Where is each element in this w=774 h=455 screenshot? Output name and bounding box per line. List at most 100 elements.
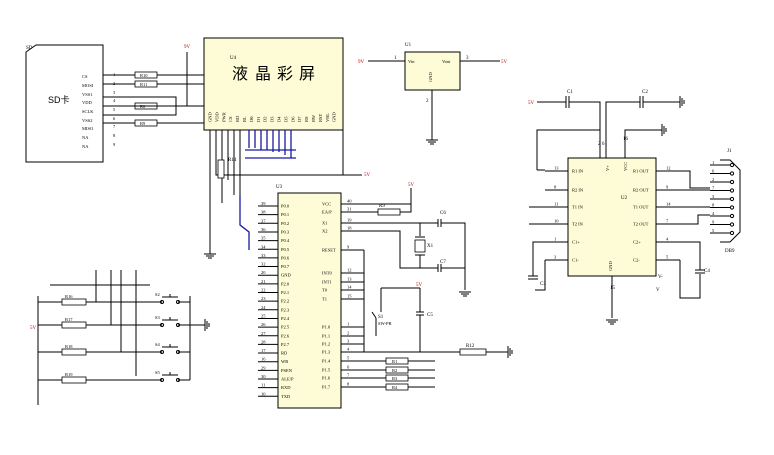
db9-pin-num: 6 <box>712 169 715 174</box>
mcu-pin-num: 25 <box>261 313 266 318</box>
sd-resistor-label: R9 <box>140 121 146 126</box>
max-pin-num: 5 <box>666 255 669 260</box>
key-switch-label: S3 <box>155 315 161 320</box>
sd-pin-name: VDD <box>82 100 92 105</box>
sd-label: SD卡 <box>48 94 70 105</box>
sd-pin-name: NA <box>82 135 89 140</box>
mcu-pin-num: 17 <box>261 348 266 353</box>
mcu-pin-num: 11 <box>261 383 265 388</box>
mcu-pin-num: 37 <box>261 218 266 223</box>
max-pin-name: R1 IN <box>572 169 584 174</box>
net-5v-keys: 5V <box>30 326 37 331</box>
max-pin-num: 4 <box>666 237 669 242</box>
max-vm: V- <box>658 275 663 280</box>
db9-pin-contact <box>729 196 735 202</box>
p1-resistor-label: R1 <box>392 359 397 364</box>
mcu-pin-num: 18 <box>347 226 352 231</box>
db9-pin-num: 8 <box>712 203 715 208</box>
lcd-pin-name: GND <box>332 112 337 122</box>
mcu-pin-name: EA/P <box>322 210 332 215</box>
mcu-pin-num: 8 <box>347 382 350 387</box>
lcd-pin-name: PWR <box>221 112 226 122</box>
max-pin-num: 7 <box>666 219 669 224</box>
sd-resistor <box>134 119 158 127</box>
lcd-pin-name: D0 <box>249 116 254 122</box>
sd-resistor-label: R10 <box>140 73 148 78</box>
lcd-pin-name: D2 <box>263 117 268 123</box>
r12-label: R12 <box>466 344 475 349</box>
key-switch-label: S4 <box>155 342 161 347</box>
max-pin-name: C1+ <box>572 240 580 245</box>
reg-pin-in: 1 <box>394 56 397 61</box>
mcu-pin-num: 12 <box>347 268 352 273</box>
mcu-pin-name: P0.7 <box>281 264 290 269</box>
mcu-pin-name: RXD <box>281 385 291 390</box>
max-pin-name: T2 IN <box>572 222 584 227</box>
mcu-pin-num: 19 <box>347 218 352 223</box>
key-resistor <box>61 298 87 306</box>
mcu-pin-num: 27 <box>261 331 266 336</box>
sd-resistor-label: R11 <box>140 82 147 87</box>
mcu-pin-num: 4 <box>347 347 350 352</box>
lcd-char-1: 液 <box>232 64 248 83</box>
max-pin-num: 13 <box>554 166 559 171</box>
mcu-pin-name: P1.0 <box>322 325 331 330</box>
mcu-pin-num: 22 <box>261 288 266 293</box>
db9-pin-contact <box>729 188 735 193</box>
max-pin-name: R1 OUT <box>633 169 649 174</box>
sd-pin-num: 7 <box>113 124 116 129</box>
mcu-pin-num: 2 <box>347 331 349 336</box>
max-pin-name: R2 OUT <box>633 188 649 193</box>
max-pin-name: C2- <box>633 258 640 263</box>
reg-net-out: 5V <box>501 60 508 65</box>
mcu-pin-name: P0.6 <box>281 255 290 260</box>
db9-pin-contact <box>729 171 735 176</box>
r14-label: R14 <box>228 158 237 163</box>
db9-pin-num: 3 <box>712 194 715 199</box>
lcd-char-4: 屏 <box>299 64 315 83</box>
mcu-pin-name: P2.2 <box>281 299 289 304</box>
max-pin-name: T1 IN <box>572 205 584 210</box>
key-resistor <box>61 348 87 356</box>
mcu-pin-num: 7 <box>347 373 350 378</box>
mcu-pin-num: 5 <box>347 356 350 361</box>
sd-pin-name: SCLK <box>82 109 94 114</box>
db9-pin-num: 2 <box>712 177 714 182</box>
mcu-pin-name: WR <box>281 359 288 364</box>
r14-resistor <box>217 159 225 179</box>
mcu-pin-name: P2.5 <box>281 325 290 330</box>
p1-resistor-label: R3 <box>392 376 398 381</box>
c4-label: C4 <box>704 269 710 274</box>
mcu-pin-name: P2.3 <box>281 307 290 312</box>
s1-type: SW-PB <box>378 321 392 326</box>
lcd-char-2: 晶 <box>255 64 271 83</box>
mcu-pin-name: X1 <box>322 221 328 226</box>
mcu-pin-name: RD <box>281 351 288 356</box>
mcu-pin-name: P2.0 <box>281 281 290 286</box>
crystal-label: X1 <box>427 244 434 249</box>
mcu-pin-num: 35 <box>261 236 266 241</box>
mcu-pin-name: T0 <box>322 288 328 293</box>
r12-resistor <box>459 348 487 356</box>
mcu-pin-num: 10 <box>261 391 266 396</box>
lcd-pin-name: RL <box>242 116 247 122</box>
s1-label: S1 <box>378 315 384 320</box>
mcu-pin-name: P1.4 <box>322 359 331 364</box>
max-vp: V+ <box>605 165 610 171</box>
lcd-pin-name: D4 <box>277 116 282 122</box>
key-resistor-label: R18 <box>65 344 73 349</box>
reg-vin: Vin <box>408 59 415 64</box>
max-pin-num: 3 <box>554 255 557 260</box>
max-vm-2: V <box>656 288 660 293</box>
max-pin-num: 9 <box>666 185 669 190</box>
mcu-pin-name: TXD <box>281 394 291 399</box>
mcu-pin-name: P0.5 <box>281 247 290 252</box>
sd-ref: SD <box>26 46 33 51</box>
